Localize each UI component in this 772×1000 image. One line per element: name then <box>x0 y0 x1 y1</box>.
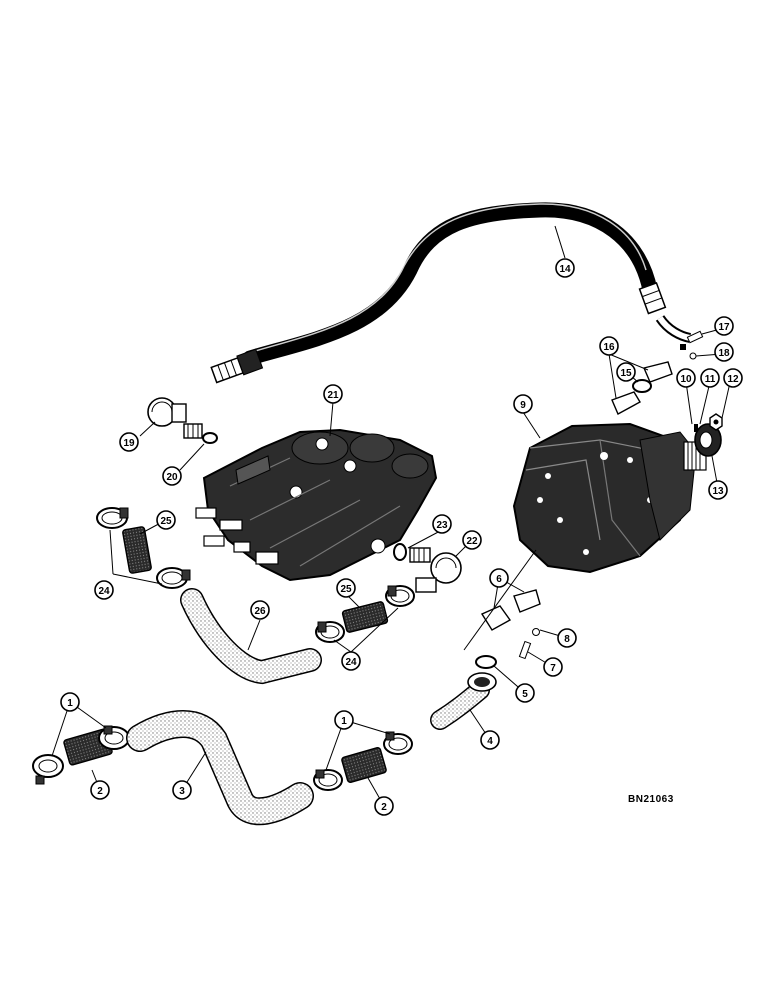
svg-text:17: 17 <box>718 322 730 333</box>
svg-text:4: 4 <box>487 736 493 747</box>
suction-hose <box>180 588 322 685</box>
svg-text:11: 11 <box>705 374 716 385</box>
svg-text:26: 26 <box>254 606 266 617</box>
svg-text:10: 10 <box>680 374 692 385</box>
callout-12: 12 <box>723 368 743 388</box>
callout-5: 5 <box>515 683 535 703</box>
svg-text:18: 18 <box>718 348 730 359</box>
svg-text:6: 6 <box>496 574 502 585</box>
hose-clamp <box>315 621 345 643</box>
split-flange <box>480 589 541 631</box>
callout-8: 8 <box>557 628 577 648</box>
callout-23: 23 <box>432 514 452 534</box>
svg-text:23: 23 <box>436 520 448 531</box>
hose-clamp <box>32 754 64 785</box>
figure-code: BN21063 <box>628 794 674 805</box>
svg-text:22: 22 <box>466 536 478 547</box>
hose-clamp <box>313 769 343 791</box>
elbow-fitting <box>409 547 462 593</box>
svg-text:9: 9 <box>520 400 526 411</box>
svg-text:19: 19 <box>123 438 135 449</box>
control-valve <box>195 428 438 582</box>
o-ring <box>632 379 652 393</box>
washer <box>532 628 540 636</box>
svg-text:7: 7 <box>550 663 556 674</box>
svg-text:20: 20 <box>166 472 178 483</box>
o-ring <box>393 543 407 561</box>
svg-text:21: 21 <box>327 390 339 401</box>
bolt <box>518 640 532 660</box>
nut <box>709 413 723 431</box>
svg-text:25: 25 <box>160 516 172 527</box>
svg-text:2: 2 <box>381 802 387 813</box>
inlet-tube <box>430 672 497 730</box>
svg-text:16: 16 <box>603 342 615 353</box>
callout-16: 16 <box>599 336 619 356</box>
callout-11: 11 <box>700 368 720 388</box>
svg-text:2: 2 <box>97 786 103 797</box>
callout-25: 25 <box>336 578 356 598</box>
key <box>694 424 698 432</box>
washer <box>689 352 697 360</box>
svg-text:1: 1 <box>67 698 73 709</box>
callout-18: 18 <box>714 342 734 362</box>
hydraulic-pump <box>512 422 707 574</box>
callout-3: 3 <box>172 780 192 800</box>
svg-text:15: 15 <box>620 368 632 379</box>
o-ring <box>202 432 218 444</box>
callout-7: 7 <box>543 657 563 677</box>
callout-25: 25 <box>156 510 176 530</box>
callout-13: 13 <box>708 480 728 500</box>
svg-text:12: 12 <box>727 374 739 385</box>
svg-text:5: 5 <box>522 689 528 700</box>
callout-21: 21 <box>323 384 343 404</box>
callout-17: 17 <box>714 316 734 336</box>
callout-24: 24 <box>94 580 114 600</box>
svg-text:13: 13 <box>712 486 724 497</box>
svg-text:24: 24 <box>98 586 110 597</box>
callout-24: 24 <box>341 651 361 671</box>
callout-14: 14 <box>555 258 575 278</box>
callout-10: 10 <box>676 368 696 388</box>
elbow-fitting <box>147 397 203 439</box>
svg-text:1: 1 <box>341 716 347 727</box>
callout-9: 9 <box>513 394 533 414</box>
bolt <box>680 330 704 350</box>
hose-sleeve <box>341 601 389 633</box>
callout-2: 2 <box>374 796 394 816</box>
o-ring <box>475 655 497 669</box>
callout-1: 1 <box>60 692 80 712</box>
callout-4: 4 <box>480 730 500 750</box>
hose-clamp <box>385 585 415 607</box>
callout-2: 2 <box>90 780 110 800</box>
svg-text:14: 14 <box>559 264 571 275</box>
hose-sleeve <box>122 526 152 574</box>
split-flange <box>611 361 673 415</box>
hose-clamp <box>98 725 130 750</box>
coupling <box>694 423 722 457</box>
suction-hose <box>126 710 314 826</box>
hose-sleeve <box>341 747 387 783</box>
callout-22: 22 <box>462 530 482 550</box>
callout-20: 20 <box>162 466 182 486</box>
callout-6: 6 <box>489 568 509 588</box>
callout-1: 1 <box>334 710 354 730</box>
svg-text:24: 24 <box>345 657 357 668</box>
hose-clamp <box>383 731 413 755</box>
svg-text:25: 25 <box>340 584 352 595</box>
svg-text:8: 8 <box>564 634 570 645</box>
callout-19: 19 <box>119 432 139 452</box>
callout-15: 15 <box>616 362 636 382</box>
hose-clamp <box>96 507 129 529</box>
svg-text:3: 3 <box>179 786 185 797</box>
hose-clamp <box>156 567 191 589</box>
callout-26: 26 <box>250 600 270 620</box>
